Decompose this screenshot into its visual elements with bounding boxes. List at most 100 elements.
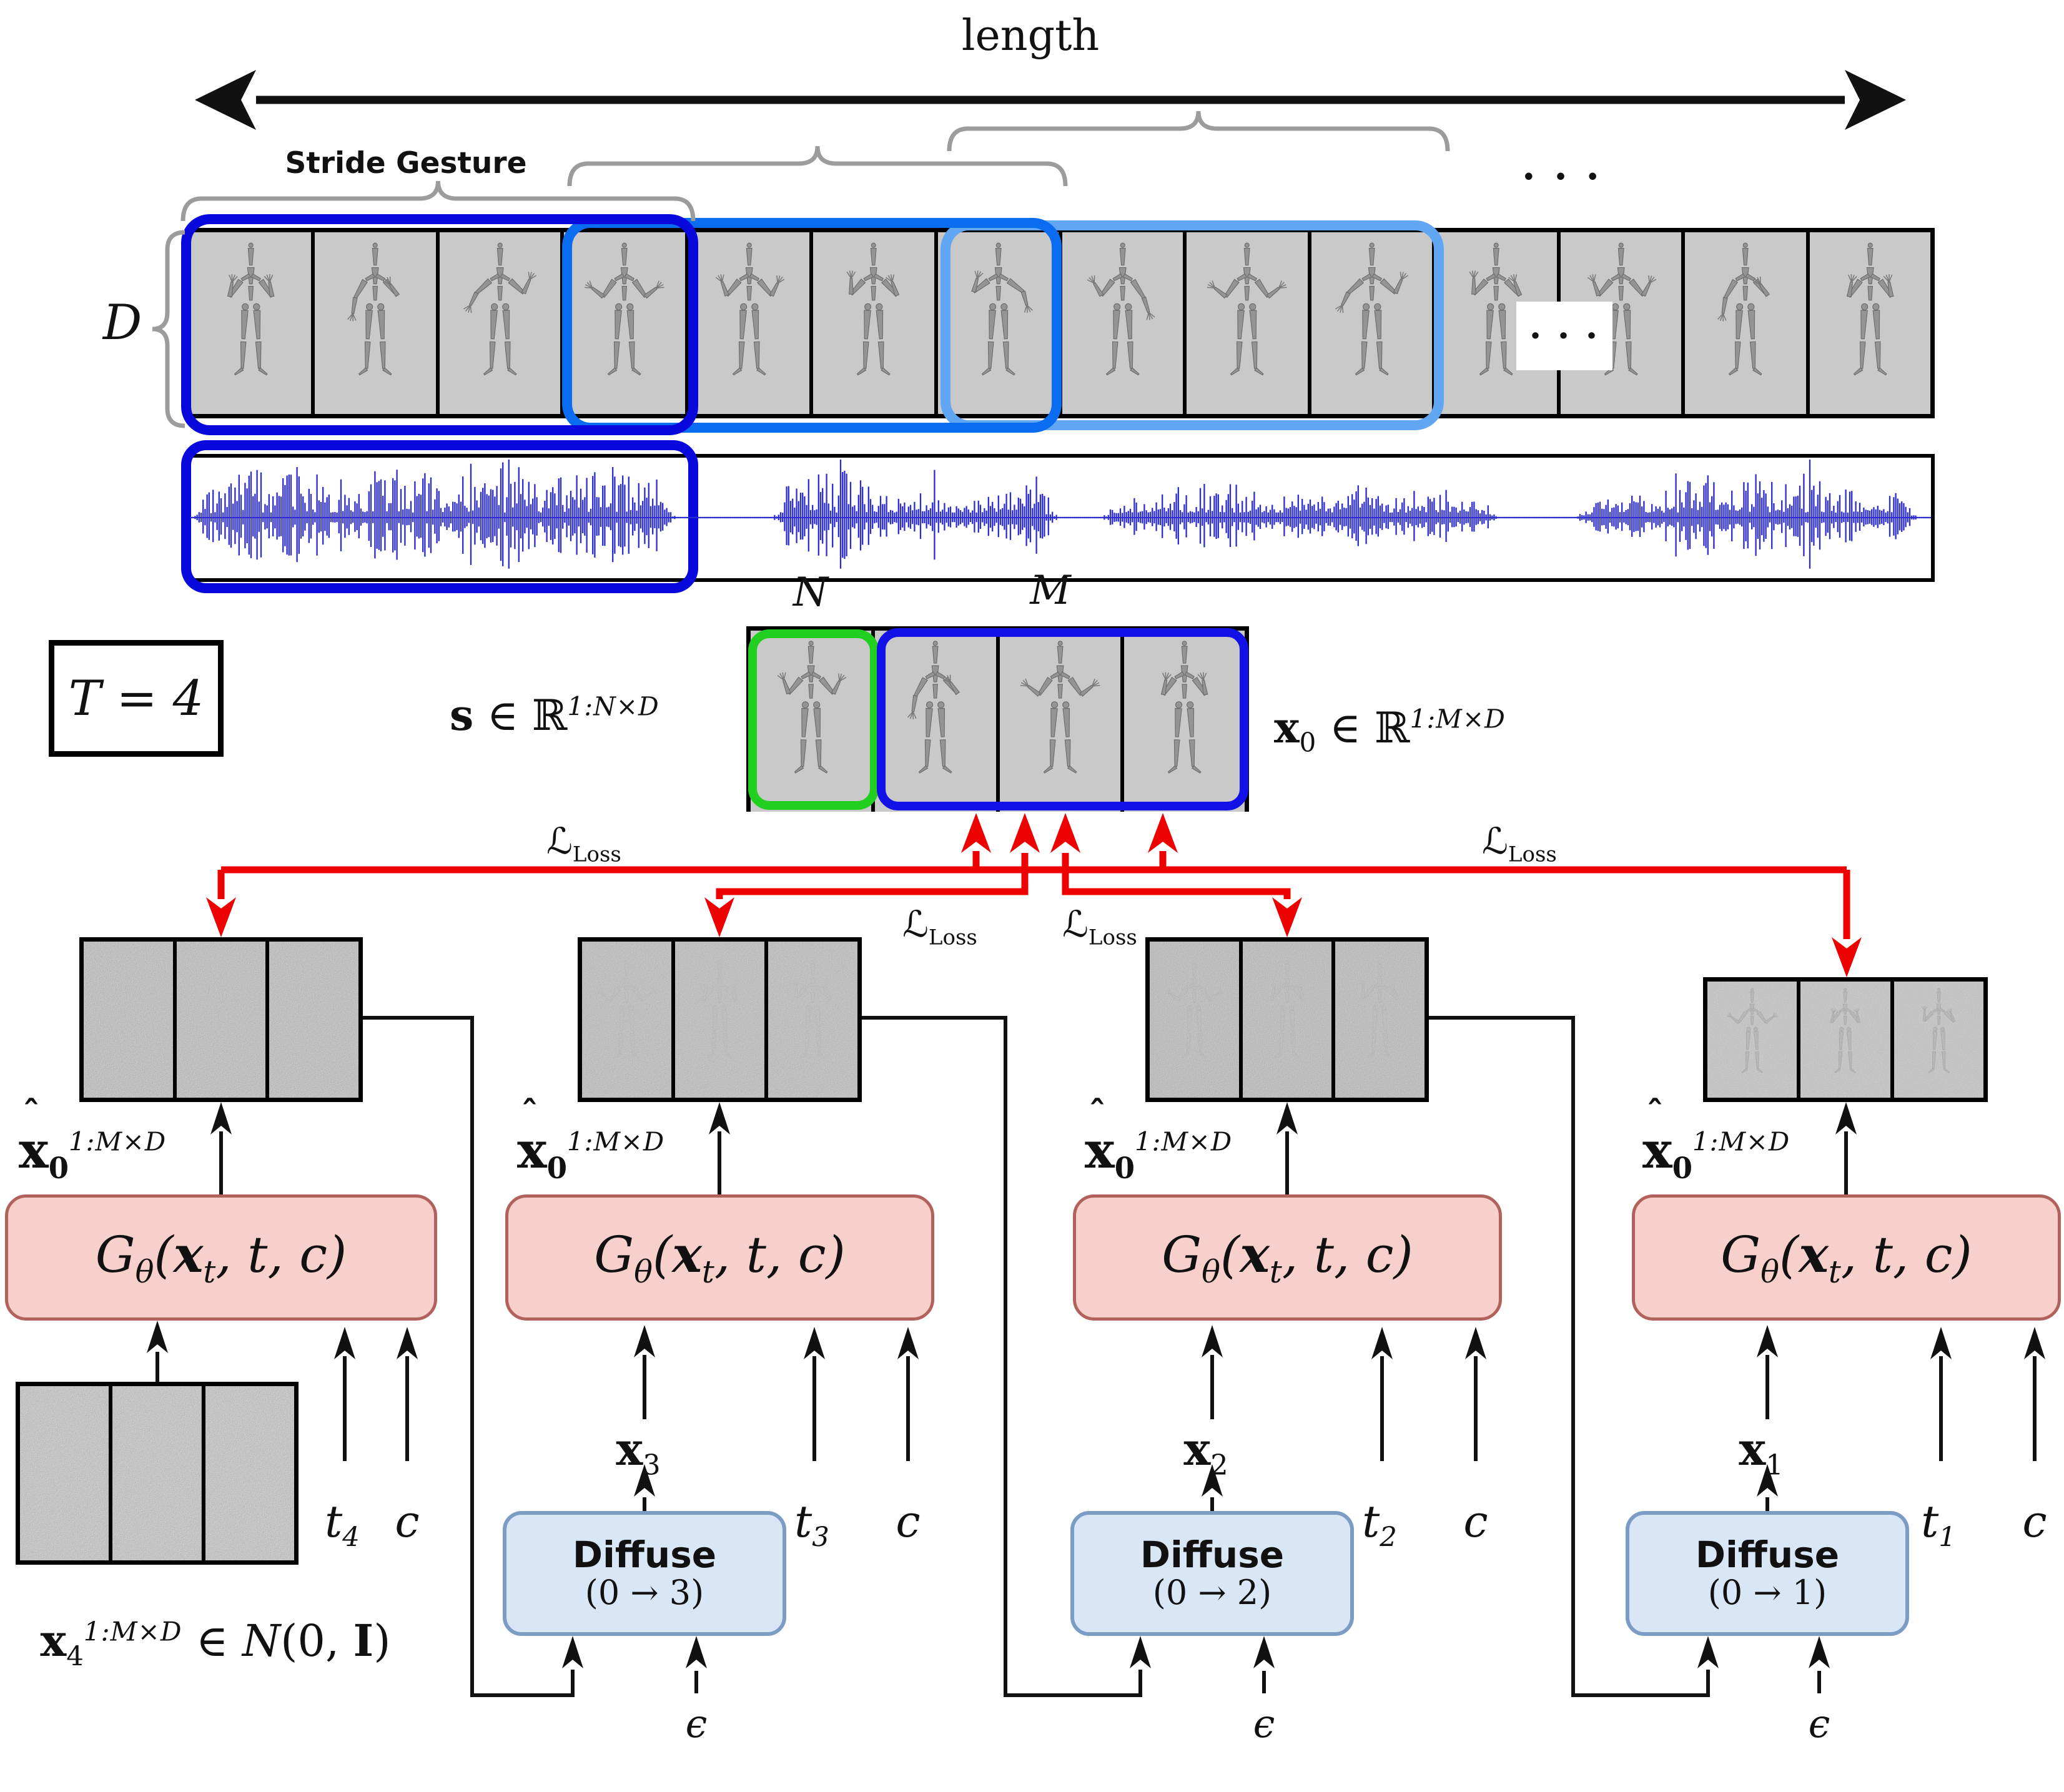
arrowhead-up-icon <box>562 1636 583 1668</box>
loss-branch-left <box>716 853 1029 899</box>
gesture-frame <box>315 232 436 414</box>
target-x0-box <box>877 628 1248 810</box>
loss-arrowhead-icon <box>1272 897 1302 937</box>
loss-arrowhead-icon <box>1832 937 1862 977</box>
timesteps-box: T = 4 <box>49 640 224 757</box>
target-frame <box>1123 631 1245 812</box>
frame-ellipsis-box: · · · <box>1516 302 1612 370</box>
gesture-frame <box>190 232 312 414</box>
gesture-frame <box>1685 232 1806 414</box>
hat-accent: ˆ <box>1089 1093 1106 1135</box>
noisy-frame-cell <box>20 1386 109 1560</box>
noisy-frame-cell <box>269 942 358 1098</box>
target-frame <box>999 631 1120 812</box>
skeleton-figure <box>846 242 900 376</box>
arrowhead-up-icon <box>1809 1636 1830 1668</box>
noisy-frame-cell <box>675 942 764 1098</box>
noise-texture <box>1335 942 1425 1098</box>
loss-arrowhead-icon <box>704 897 734 937</box>
window-brace-icon <box>947 111 1450 152</box>
skeleton-figure <box>585 242 664 376</box>
gesture-frame <box>439 232 561 414</box>
length-arrowhead-right-icon <box>1845 70 1906 130</box>
loss-label: ℒLoss <box>1482 820 1557 867</box>
arrowhead-up-icon <box>634 1325 655 1357</box>
seed-length-label: N <box>793 569 828 616</box>
generator-box: Gθ(xt, t, c) <box>1632 1194 2061 1321</box>
noise-texture <box>1800 982 1890 1098</box>
skeleton-figure <box>777 641 847 774</box>
noise-texture <box>205 1386 294 1560</box>
condition-label: c <box>395 1496 420 1547</box>
x0-symbol: x <box>1274 703 1300 753</box>
gesture-frame <box>1187 232 1308 414</box>
skeleton-figure <box>1207 242 1288 376</box>
skeleton-figure <box>1020 641 1100 774</box>
arrowhead-up-icon <box>1835 1102 1857 1135</box>
loss-branch-right <box>1062 853 1291 899</box>
arrowhead-up-icon <box>709 1102 730 1135</box>
arrowhead-up-icon <box>1697 1636 1719 1668</box>
hat-accent: ˆ <box>1646 1093 1664 1135</box>
epsilon-label: ϵ <box>1808 1701 1830 1746</box>
noisy-frame-cell <box>1707 982 1797 1098</box>
skeleton-figure <box>1717 242 1770 376</box>
noise-texture <box>582 942 671 1098</box>
noise-texture <box>768 942 857 1098</box>
seed-target-frames <box>746 626 1249 812</box>
seed-dims: 1:N×D <box>567 691 659 722</box>
arrowhead-up-icon <box>210 1102 232 1135</box>
stride-gesture-label: Stride Gesture <box>285 146 527 180</box>
epsilon-label: ϵ <box>1253 1701 1275 1746</box>
skeleton-figure <box>347 242 400 376</box>
length-label: length <box>961 11 1100 61</box>
arrowhead-up-icon <box>897 1327 919 1359</box>
skeleton-figure <box>1160 641 1208 774</box>
noisy-frame-cell <box>84 942 173 1098</box>
noise-texture <box>20 1386 109 1560</box>
g-function-label: Gθ(xt, t, c) <box>594 1225 846 1290</box>
t-step-label: t3 <box>794 1496 829 1553</box>
predicted-x0-block <box>578 937 862 1102</box>
top-ellipsis: · · · <box>1522 154 1602 199</box>
arrowhead-up-icon <box>397 1327 418 1359</box>
g-function-label: Gθ(xt, t, c) <box>1721 1225 1972 1290</box>
diffuse-title: Diffuse <box>572 1533 717 1576</box>
target-frame <box>875 631 996 812</box>
skeleton-figure <box>1469 242 1523 376</box>
feature-dim-label: D <box>102 295 142 351</box>
real-set: ℝ <box>1374 704 1410 753</box>
skeleton-figure <box>907 641 960 774</box>
loss-label: ℒLoss <box>902 903 977 950</box>
condition-label: c <box>1463 1496 1488 1547</box>
predicted-x0-block <box>1145 937 1429 1102</box>
seed-symbol: s <box>450 691 474 741</box>
x4-noise-formula: x41:M×D ∈ N(0, I) <box>40 1615 391 1672</box>
seed-formula: s ∈ ℝ1:N×D <box>450 691 659 741</box>
noise-texture <box>176 942 266 1098</box>
generator-box: Gθ(xt, t, c) <box>505 1194 934 1321</box>
hat-accent: ˆ <box>521 1093 538 1135</box>
xt-label: x2 <box>1183 1422 1228 1482</box>
arrowhead-up-icon <box>1253 1636 1275 1668</box>
skeleton-figure <box>970 242 1033 376</box>
x4-noise-block <box>16 1382 299 1565</box>
condition-label: c <box>896 1496 921 1547</box>
target-length-label: M <box>1030 568 1071 614</box>
loss-label: ℒLoss <box>1062 903 1137 950</box>
skeleton-figure <box>1335 242 1409 376</box>
gesture-frame <box>688 232 810 414</box>
frame-ellipsis: · · · <box>1529 315 1600 357</box>
diffuse-title: Diffuse <box>1695 1533 1840 1576</box>
gesture-frame <box>564 232 685 414</box>
diffuse-range: (0 → 3) <box>585 1572 704 1612</box>
loss-arrowhead-icon <box>1148 813 1178 853</box>
xt-label: x3 <box>616 1422 661 1482</box>
diffuse-range: (0 → 2) <box>1152 1572 1272 1612</box>
t-step-label: t4 <box>325 1496 360 1553</box>
noisy-frame-cell <box>1894 982 1983 1098</box>
